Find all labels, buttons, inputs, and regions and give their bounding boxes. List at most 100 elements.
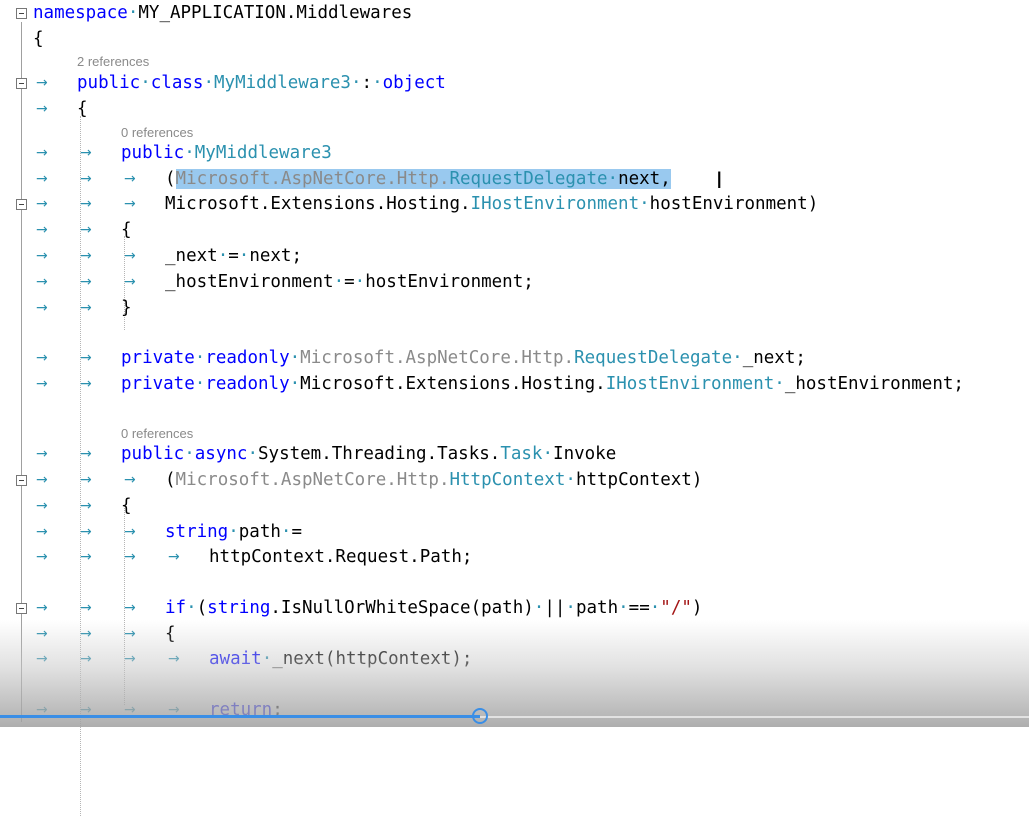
code-line[interactable]: →→public·async·System.Threading.Tasks.Ta… (0, 442, 1029, 466)
code-token: : (361, 73, 373, 93)
collapse-icon[interactable] (16, 475, 27, 486)
code-text: (Microsoft.AspNetCore.Http.RequestDelega… (165, 167, 671, 191)
tab-arrow-icon: → (36, 446, 48, 462)
code-token: · (194, 374, 206, 394)
code-token: Microsoft.AspNetCore.Http. (175, 470, 450, 490)
code-token: if (165, 598, 187, 618)
seek-bar-handle[interactable] (472, 708, 488, 724)
code-token: · (533, 598, 545, 618)
tab-arrow-icon: → (80, 248, 92, 264)
code-token: = (228, 246, 239, 266)
tab-arrow-icon: → (36, 75, 48, 91)
code-token: next, (618, 169, 671, 189)
code-text: public·class·MyMiddleware3·:·object (77, 71, 446, 95)
tab-arrow-icon: → (80, 350, 92, 366)
tab-arrow-icon: → (36, 651, 48, 667)
code-token: RequestDelegate (574, 348, 733, 368)
tab-arrow-icon: → (168, 702, 180, 718)
code-token: readonly (205, 348, 290, 368)
code-token: _next; (742, 348, 806, 368)
code-token: { (121, 496, 132, 516)
tab-arrow-icon: → (124, 171, 136, 187)
code-line[interactable]: { (0, 27, 1029, 51)
code-token: · (217, 246, 229, 266)
code-token: _hostEnvironment; (784, 374, 964, 394)
code-line[interactable]: → → private·readonly·Microsoft.Extensions.… (0, 372, 1029, 396)
code-line[interactable]: →→→_hostEnvironment·=·hostEnvironment; (0, 270, 1029, 294)
code-text: private·readonly·Microsoft.Extensions.Ho… (121, 372, 964, 396)
code-token: Microsoft.AspNetCore.Http. (300, 348, 575, 368)
code-token: · (184, 143, 195, 163)
tab-arrow-icon: → (36, 101, 48, 117)
code-token: namespace (33, 3, 128, 23)
seek-bar-track[interactable] (480, 716, 1029, 718)
code-token: · (774, 374, 785, 394)
code-token: await (209, 649, 262, 669)
tab-arrow-icon: → (80, 376, 92, 392)
tab-arrow-icon: → (80, 498, 92, 514)
code-token: _next(httpContext); (272, 649, 473, 669)
code-token: System.Threading.Tasks. (258, 444, 501, 464)
code-line[interactable]: →→public·MyMiddleware3 (0, 141, 1029, 165)
code-text: public·async·System.Threading.Tasks.Task… (121, 442, 616, 466)
code-token: = (344, 272, 355, 292)
tab-arrow-icon: → (80, 651, 92, 667)
code-line[interactable]: →→→Microsoft.Extensions.Hosting.IHostEnv… (0, 192, 1029, 216)
tab-arrow-icon: → (80, 549, 92, 565)
code-line[interactable]: →→→→await·_next(httpContext); (0, 647, 1029, 671)
collapse-icon[interactable] (16, 8, 27, 19)
codelens-references[interactable]: 2 references (77, 54, 150, 69)
code-line[interactable]: →→→→httpContext.Request.Path; (0, 545, 1029, 569)
codelens-references[interactable]: 0 references (121, 426, 194, 441)
code-token: { (77, 99, 88, 119)
tab-arrow-icon: → (36, 626, 48, 642)
tab-arrow-icon: → (36, 472, 48, 488)
code-line[interactable]: →public·class·MyMiddleware3·:·object (0, 71, 1029, 95)
code-token: ) (691, 598, 703, 618)
code-token: · (289, 374, 301, 394)
code-token: private (121, 348, 195, 368)
code-token: path (238, 522, 281, 542)
code-line[interactable]: →→→(Microsoft.AspNetCore.Http.HttpContex… (0, 468, 1029, 492)
code-line[interactable]: →→→{ (0, 622, 1029, 646)
code-line[interactable]: →→} (0, 296, 1029, 320)
code-token: { (165, 624, 176, 644)
tab-arrow-icon: → (36, 498, 48, 514)
code-line[interactable]: namespace·MY_APPLICATION.Middlewares (0, 1, 1029, 25)
code-text: { (77, 97, 88, 121)
code-line[interactable]: →→→→return; (0, 698, 1029, 722)
tab-arrow-icon: → (80, 222, 92, 238)
code-line[interactable]: →→→_next·=·next; (0, 244, 1029, 268)
tab-arrow-icon: → (124, 524, 136, 540)
code-text: Microsoft.Extensions.Hosting.IHostEnviro… (165, 192, 818, 216)
code-token: MY_APPLICATION.Middlewares (138, 3, 413, 23)
code-line[interactable]: →→{ (0, 218, 1029, 242)
code-line[interactable]: →{ (0, 97, 1029, 121)
codelens-references[interactable]: 0 references (121, 125, 194, 140)
code-token: · (203, 73, 214, 93)
code-line[interactable]: →→→(Microsoft.AspNetCore.Http.RequestDel… (0, 167, 1029, 191)
code-line[interactable]: →→→if·(string.IsNullOrWhiteSpace(path)·|… (0, 596, 1029, 620)
code-token: Microsoft.Extensions.Hosting. (300, 374, 606, 394)
collapse-icon[interactable] (16, 78, 27, 89)
collapse-icon[interactable] (16, 199, 27, 210)
indent-guide (124, 505, 125, 705)
code-text: (Microsoft.AspNetCore.Http.HttpContext·h… (165, 468, 702, 492)
code-token: · (354, 272, 366, 292)
collapse-icon[interactable] (16, 603, 27, 614)
code-token: path (575, 598, 619, 618)
code-token: MyMiddleware3 (194, 143, 332, 163)
code-token: ( (196, 598, 208, 618)
code-token: · (289, 348, 301, 368)
code-line[interactable]: → → { (0, 494, 1029, 518)
code-token: readonly (205, 374, 290, 394)
code-token: · (333, 272, 345, 292)
seek-bar-progress[interactable] (0, 715, 480, 718)
code-token: Task (500, 444, 543, 464)
tab-arrow-icon: → (80, 300, 92, 316)
tab-arrow-icon: → (124, 274, 136, 290)
code-line[interactable]: →→→string·path·= (0, 520, 1029, 544)
code-line[interactable]: →→private·readonly·Microsoft.AspNetCore.… (0, 346, 1029, 370)
tab-arrow-icon: → (36, 376, 48, 392)
